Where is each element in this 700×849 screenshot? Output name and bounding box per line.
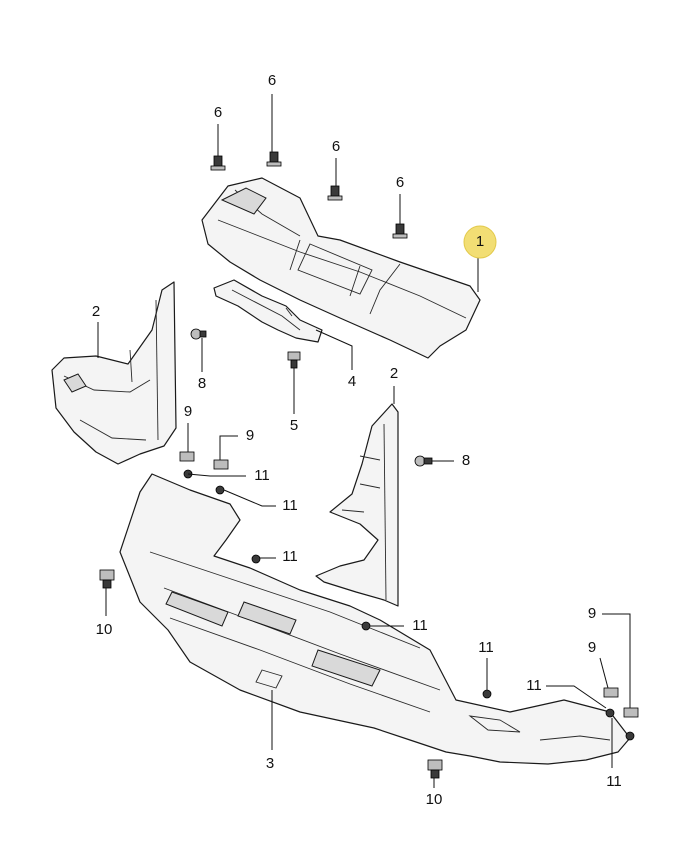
leader-lines (97, 94, 631, 788)
clip-9-icon (603, 687, 619, 698)
screw-10-icon (427, 759, 443, 779)
part-2-left-deflector (51, 281, 177, 465)
callout-badge-highlight (463, 225, 497, 259)
callout-6d: 6 (396, 174, 404, 191)
nut-11-icon (215, 485, 225, 495)
callout-11b: 11 (282, 497, 298, 514)
callout-11c: 11 (282, 548, 298, 565)
callout-2-left: 2 (92, 303, 100, 320)
clip-9-icon (179, 451, 195, 462)
nut-11-icon (625, 731, 635, 741)
callout-8b: 8 (462, 452, 470, 469)
callout-11d: 11 (412, 617, 428, 634)
clip-8-icon (414, 455, 433, 467)
part-3-lower-shield (119, 473, 631, 765)
clip-5-icon (287, 351, 301, 369)
callout-2-right: 2 (390, 365, 398, 382)
clip-9-icon (623, 707, 639, 718)
callout-11e: 11 (478, 639, 494, 656)
nut-11-icon (605, 708, 615, 718)
part-1-upper-shield (201, 177, 481, 359)
callout-4: 4 (348, 373, 356, 390)
nut-11-icon (482, 689, 492, 699)
bolt-6-icon (392, 223, 408, 239)
bolt-6-icon (210, 155, 226, 171)
bolt-6-icon (327, 185, 343, 201)
callout-11a: 11 (254, 467, 270, 484)
part-2-right-deflector (315, 403, 399, 607)
callout-9a: 9 (184, 403, 192, 420)
callouts: 1 2 2 3 4 5 6 6 6 6 8 8 9 9 9 9 10 10 11… (92, 72, 622, 808)
clip-9-icon (213, 459, 229, 470)
callout-3: 3 (266, 755, 274, 772)
callout-11f: 11 (526, 677, 542, 694)
callout-10a: 10 (96, 621, 113, 638)
fasteners (99, 151, 639, 779)
callout-11g: 11 (606, 773, 622, 790)
nut-11-icon (251, 554, 261, 564)
part-4-bracket (213, 279, 323, 343)
bolt-6-icon (266, 151, 282, 167)
clip-8-icon (190, 328, 207, 340)
callout-6c: 6 (332, 138, 340, 155)
nut-11-icon (361, 621, 371, 631)
callout-6b: 6 (214, 104, 222, 121)
callout-10b: 10 (426, 791, 443, 808)
callout-6a: 6 (268, 72, 276, 89)
screw-10-icon (99, 569, 115, 589)
callout-9c: 9 (588, 605, 596, 622)
callout-9b: 9 (246, 427, 254, 444)
callout-9d: 9 (588, 639, 596, 656)
callout-8a: 8 (198, 375, 206, 392)
callout-1: 1 (476, 233, 484, 250)
callout-5: 5 (290, 417, 298, 434)
